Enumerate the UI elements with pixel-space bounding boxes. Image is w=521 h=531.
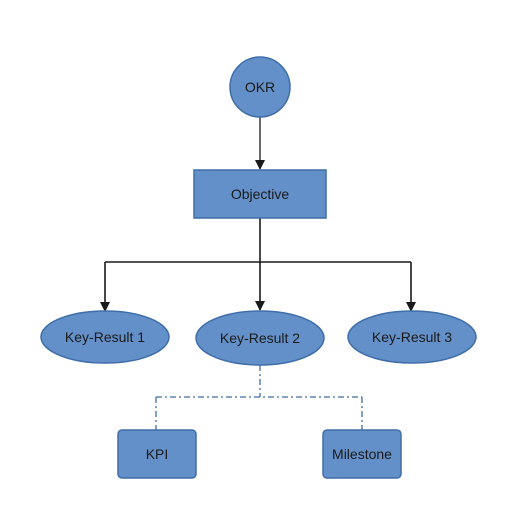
okr-label: OKR xyxy=(245,79,275,95)
node-key-result-1: Key-Result 1 xyxy=(40,310,170,364)
node-kpi: KPI xyxy=(117,429,197,479)
node-key-result-3: Key-Result 3 xyxy=(347,310,477,364)
kpi-label: KPI xyxy=(146,446,169,462)
key-result-2-ellipse xyxy=(195,310,325,366)
kpi-rect xyxy=(117,429,197,479)
connectors xyxy=(100,117,416,430)
milestone-rect xyxy=(322,429,402,479)
objective-label: Objective xyxy=(231,186,290,202)
key-result-3-label: Key-Result 3 xyxy=(372,329,452,345)
key-result-1-label: Key-Result 1 xyxy=(65,329,145,345)
node-milestone: Milestone xyxy=(322,429,402,479)
okr-circle xyxy=(229,56,291,118)
key-result-1-ellipse xyxy=(40,310,170,364)
node-okr: OKR xyxy=(229,56,291,118)
key-result-3-ellipse xyxy=(347,310,477,364)
milestone-label: Milestone xyxy=(332,446,392,462)
node-objective: Objective xyxy=(193,169,327,219)
dashed-connectors xyxy=(155,365,363,430)
objective-rect xyxy=(193,169,327,219)
node-key-result-2: Key-Result 2 xyxy=(195,310,325,366)
key-result-2-label: Key-Result 2 xyxy=(220,330,300,346)
